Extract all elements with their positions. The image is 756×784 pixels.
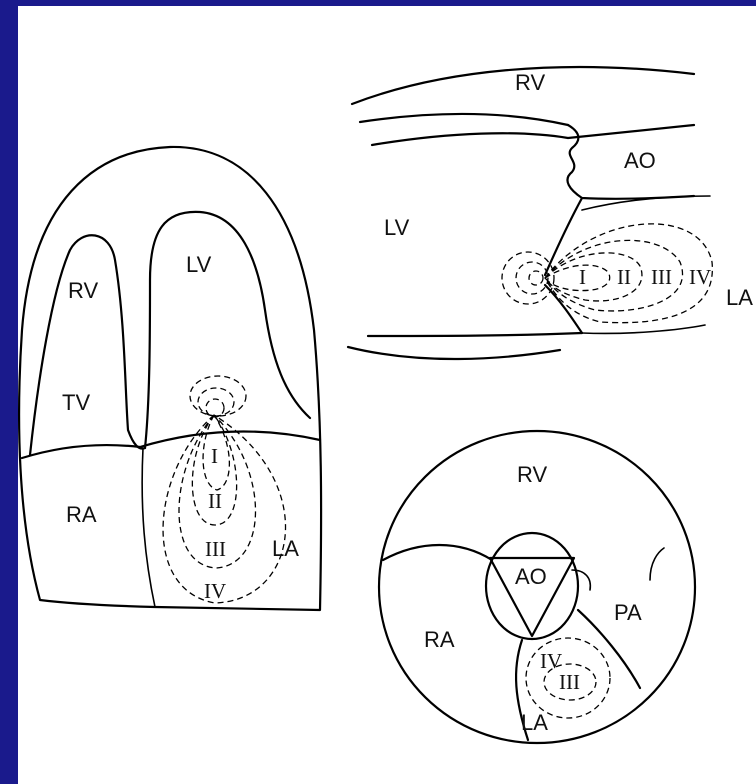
zone-label-iv: IV (204, 579, 226, 603)
ra-boundary (383, 545, 492, 560)
pa-wall (650, 548, 664, 580)
zone-label-i: I (211, 444, 218, 468)
jet-zone-origin (190, 376, 246, 416)
apical-four-chamber-view: RV LV TV RA LA I II III IV (19, 147, 321, 610)
label-rv: RV (68, 278, 98, 303)
zone-label-iii: III (651, 265, 672, 289)
rv-inner-wall-1 (360, 114, 568, 125)
label-la: LA (272, 536, 299, 561)
jet-zone-origin-core (529, 271, 543, 285)
short-axis-view: RV AO RA PA LA IV III (379, 431, 695, 743)
label-tv: TV (62, 390, 90, 415)
label-lv: LV (384, 215, 410, 240)
label-ao: AO (624, 148, 656, 173)
jet-zone-origin-core (206, 399, 224, 417)
atrioventricular-plane (22, 431, 320, 458)
zone-label-i: I (579, 265, 586, 289)
la-floor (582, 325, 705, 333)
zone-label-ii: II (617, 265, 631, 289)
rv-inner-wall-2 (372, 125, 694, 145)
jet-zone-origin-inner (198, 388, 234, 416)
label-ra: RA (66, 502, 97, 527)
rv-chamber-wall (30, 235, 145, 455)
label-lv: LV (186, 252, 212, 277)
label-la: LA (521, 710, 548, 735)
label-ra: RA (424, 627, 455, 652)
label-rv: RV (517, 462, 547, 487)
lv-inferior-wall-1 (368, 333, 582, 336)
zone-label-iii: III (205, 537, 226, 561)
lv-inferior-wall-2 (348, 347, 560, 359)
lv-posterior-wall (545, 198, 582, 275)
label-pa: PA (614, 600, 642, 625)
interatrial-septum (142, 448, 155, 607)
label-la: LA (726, 285, 753, 310)
label-rv: RV (515, 70, 545, 95)
pa-leaflet (572, 570, 590, 590)
jet-zone-iv (163, 415, 285, 603)
label-ao: AO (515, 564, 547, 589)
zone-label-ii: II (208, 489, 222, 513)
zone-label-iii: III (559, 670, 580, 694)
zone-label-iv: IV (689, 265, 711, 289)
long-axis-view: RV AO LV LA I II III IV (348, 67, 753, 359)
